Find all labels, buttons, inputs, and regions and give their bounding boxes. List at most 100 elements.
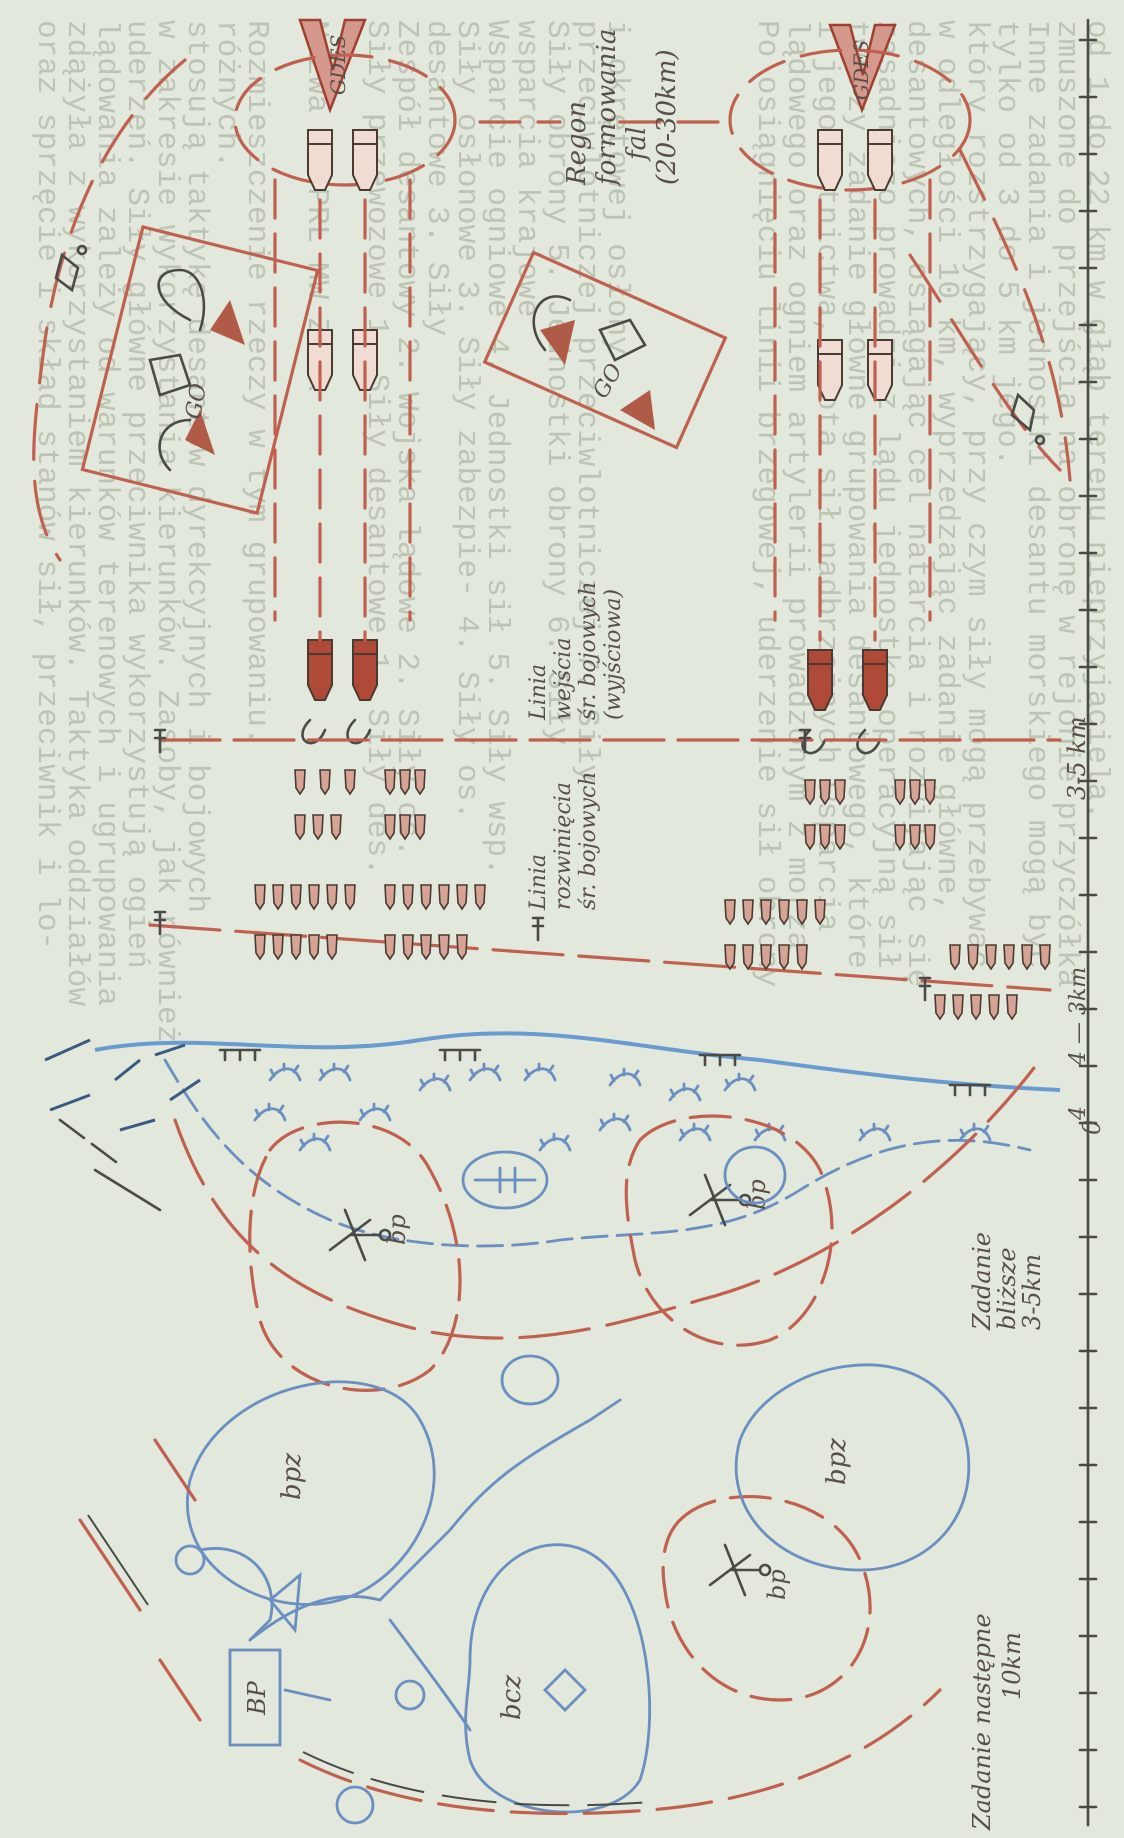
landing-craft: [761, 900, 771, 924]
landing-craft: [950, 945, 960, 969]
entry-line-label-3: śr. bojowych: [576, 581, 601, 720]
landing-craft: [761, 945, 771, 969]
bp-command: BP: [176, 1400, 620, 1823]
regon-line-1: Regon: [562, 101, 592, 186]
transport-ship: [308, 130, 332, 190]
bpz-label-2: bpz: [822, 1438, 852, 1485]
transport-ship: [868, 340, 892, 400]
regon-line-3: fal: [622, 127, 652, 162]
subsequent-task-label-1: Zadanie następne: [968, 1613, 996, 1831]
label-linia-rozwiniecia: Linia rozwinięcia śr. bojowych: [526, 771, 601, 911]
gdes-label-left: GDES: [326, 35, 350, 95]
landing-craft: [295, 815, 305, 839]
landing-craft: [400, 770, 410, 794]
landing-craft: [313, 815, 323, 839]
beach-trench: [220, 1050, 260, 1060]
landing-craft: [1007, 995, 1017, 1019]
landing-craft: [910, 780, 920, 804]
landing-craft: [439, 935, 449, 959]
landing-craft: [475, 885, 485, 909]
bp-box-label: BP: [243, 1680, 271, 1716]
landing-craft: [457, 885, 467, 909]
beach-trench: [440, 1050, 480, 1060]
subsequent-task-label-2: 10km: [998, 1632, 1026, 1700]
scale-label-near: 4: [1066, 1106, 1091, 1121]
landing-craft: [273, 935, 283, 959]
transport-ship: [818, 130, 842, 190]
landing-craft: [968, 945, 978, 969]
entry-line-label-2: wejścia: [551, 638, 576, 720]
deploy-line-label-2: rozwinięcia: [551, 782, 576, 910]
landing-craft: [331, 815, 341, 839]
bcz-label: bcz: [497, 1675, 527, 1720]
entry-line-label-1: Linia: [526, 664, 551, 721]
landing-craft: [320, 770, 330, 794]
bp-label-2: bp: [743, 1179, 771, 1210]
landing-craft: [835, 825, 845, 849]
landing-craft: [345, 885, 355, 909]
landing-craft: [385, 885, 395, 909]
transport-ship: [808, 650, 832, 710]
landing-craft: [725, 900, 735, 924]
landing-craft: [820, 780, 830, 804]
landing-craft: [805, 825, 815, 849]
landing-craft: [971, 995, 981, 1019]
outer-cover-arcs: [34, 60, 1070, 560]
gdes-arrow-right: GDES: [830, 25, 895, 110]
landing-craft: [895, 780, 905, 804]
landing-craft: [1040, 945, 1050, 969]
regon-line-2: formowania: [592, 29, 622, 187]
landing-craft: [291, 885, 301, 909]
landing-craft: [457, 935, 467, 959]
go-label-left: GO: [181, 382, 212, 421]
beach-trench: [950, 1085, 990, 1095]
landing-craft: [403, 885, 413, 909]
landing-craft: [403, 935, 413, 959]
obstacle-line: [115, 1060, 140, 1080]
regon-line-4: (20-30km): [652, 49, 682, 185]
landing-craft: [400, 815, 410, 839]
landing-craft: [273, 885, 283, 909]
bpz-areas: bpz bpz: [187, 1365, 968, 1604]
obstacle-line: [120, 1120, 155, 1130]
column-lines: [275, 180, 930, 640]
landing-craft: [327, 885, 337, 909]
immediate-task-label-2: bliższe: [993, 1247, 1021, 1330]
scale-label-3-5km: 3-5 km: [1063, 716, 1091, 800]
landing-craft: [415, 815, 425, 839]
landing-craft: [309, 885, 319, 909]
landing-craft: [989, 995, 999, 1019]
landing-craft: [815, 900, 825, 924]
shoreline: [95, 1033, 1060, 1246]
landing-craft: [309, 935, 319, 959]
transport-ship: [353, 640, 377, 700]
landing-craft: [925, 825, 935, 849]
landing-craft: [743, 945, 753, 969]
entry-line-label-4: (wyjściowa): [601, 589, 626, 720]
immediate-task-label-1: Zadanie: [968, 1232, 996, 1331]
go-group-right: GO: [485, 252, 726, 447]
landing-craft: [385, 770, 395, 794]
bpz-label-1: bpz: [277, 1453, 307, 1500]
landing-craft: [935, 995, 945, 1019]
obstacle-line: [170, 1080, 200, 1100]
landing-craft: [910, 825, 920, 849]
beach-trench: [700, 1055, 740, 1065]
gdes-arrow-left: GDES: [300, 20, 365, 110]
deploy-line-label-1: Linia: [526, 854, 551, 911]
landing-craft: [1022, 945, 1032, 969]
landing-craft: [797, 900, 807, 924]
landing-craft: [820, 825, 830, 849]
landing-craft: [1004, 945, 1014, 969]
label-zadanie-nastepne: Zadanie następne 10km: [968, 1613, 1026, 1831]
landing-craft: [439, 885, 449, 909]
landing-craft: [385, 815, 395, 839]
landing-craft: [797, 945, 807, 969]
immediate-task-label-3: 3-5km: [1018, 1254, 1046, 1330]
obstacle-line: [45, 1040, 90, 1060]
distance-scale: 0 4 4 — 3km 3-5 km: [1063, 20, 1106, 1825]
scale-label-4-3km: 4 — 3km: [1066, 967, 1091, 1066]
label-linia-wejscia: Linia wejścia śr. bojowych (wyjściowa): [526, 581, 626, 721]
landing-craft: [421, 935, 431, 959]
